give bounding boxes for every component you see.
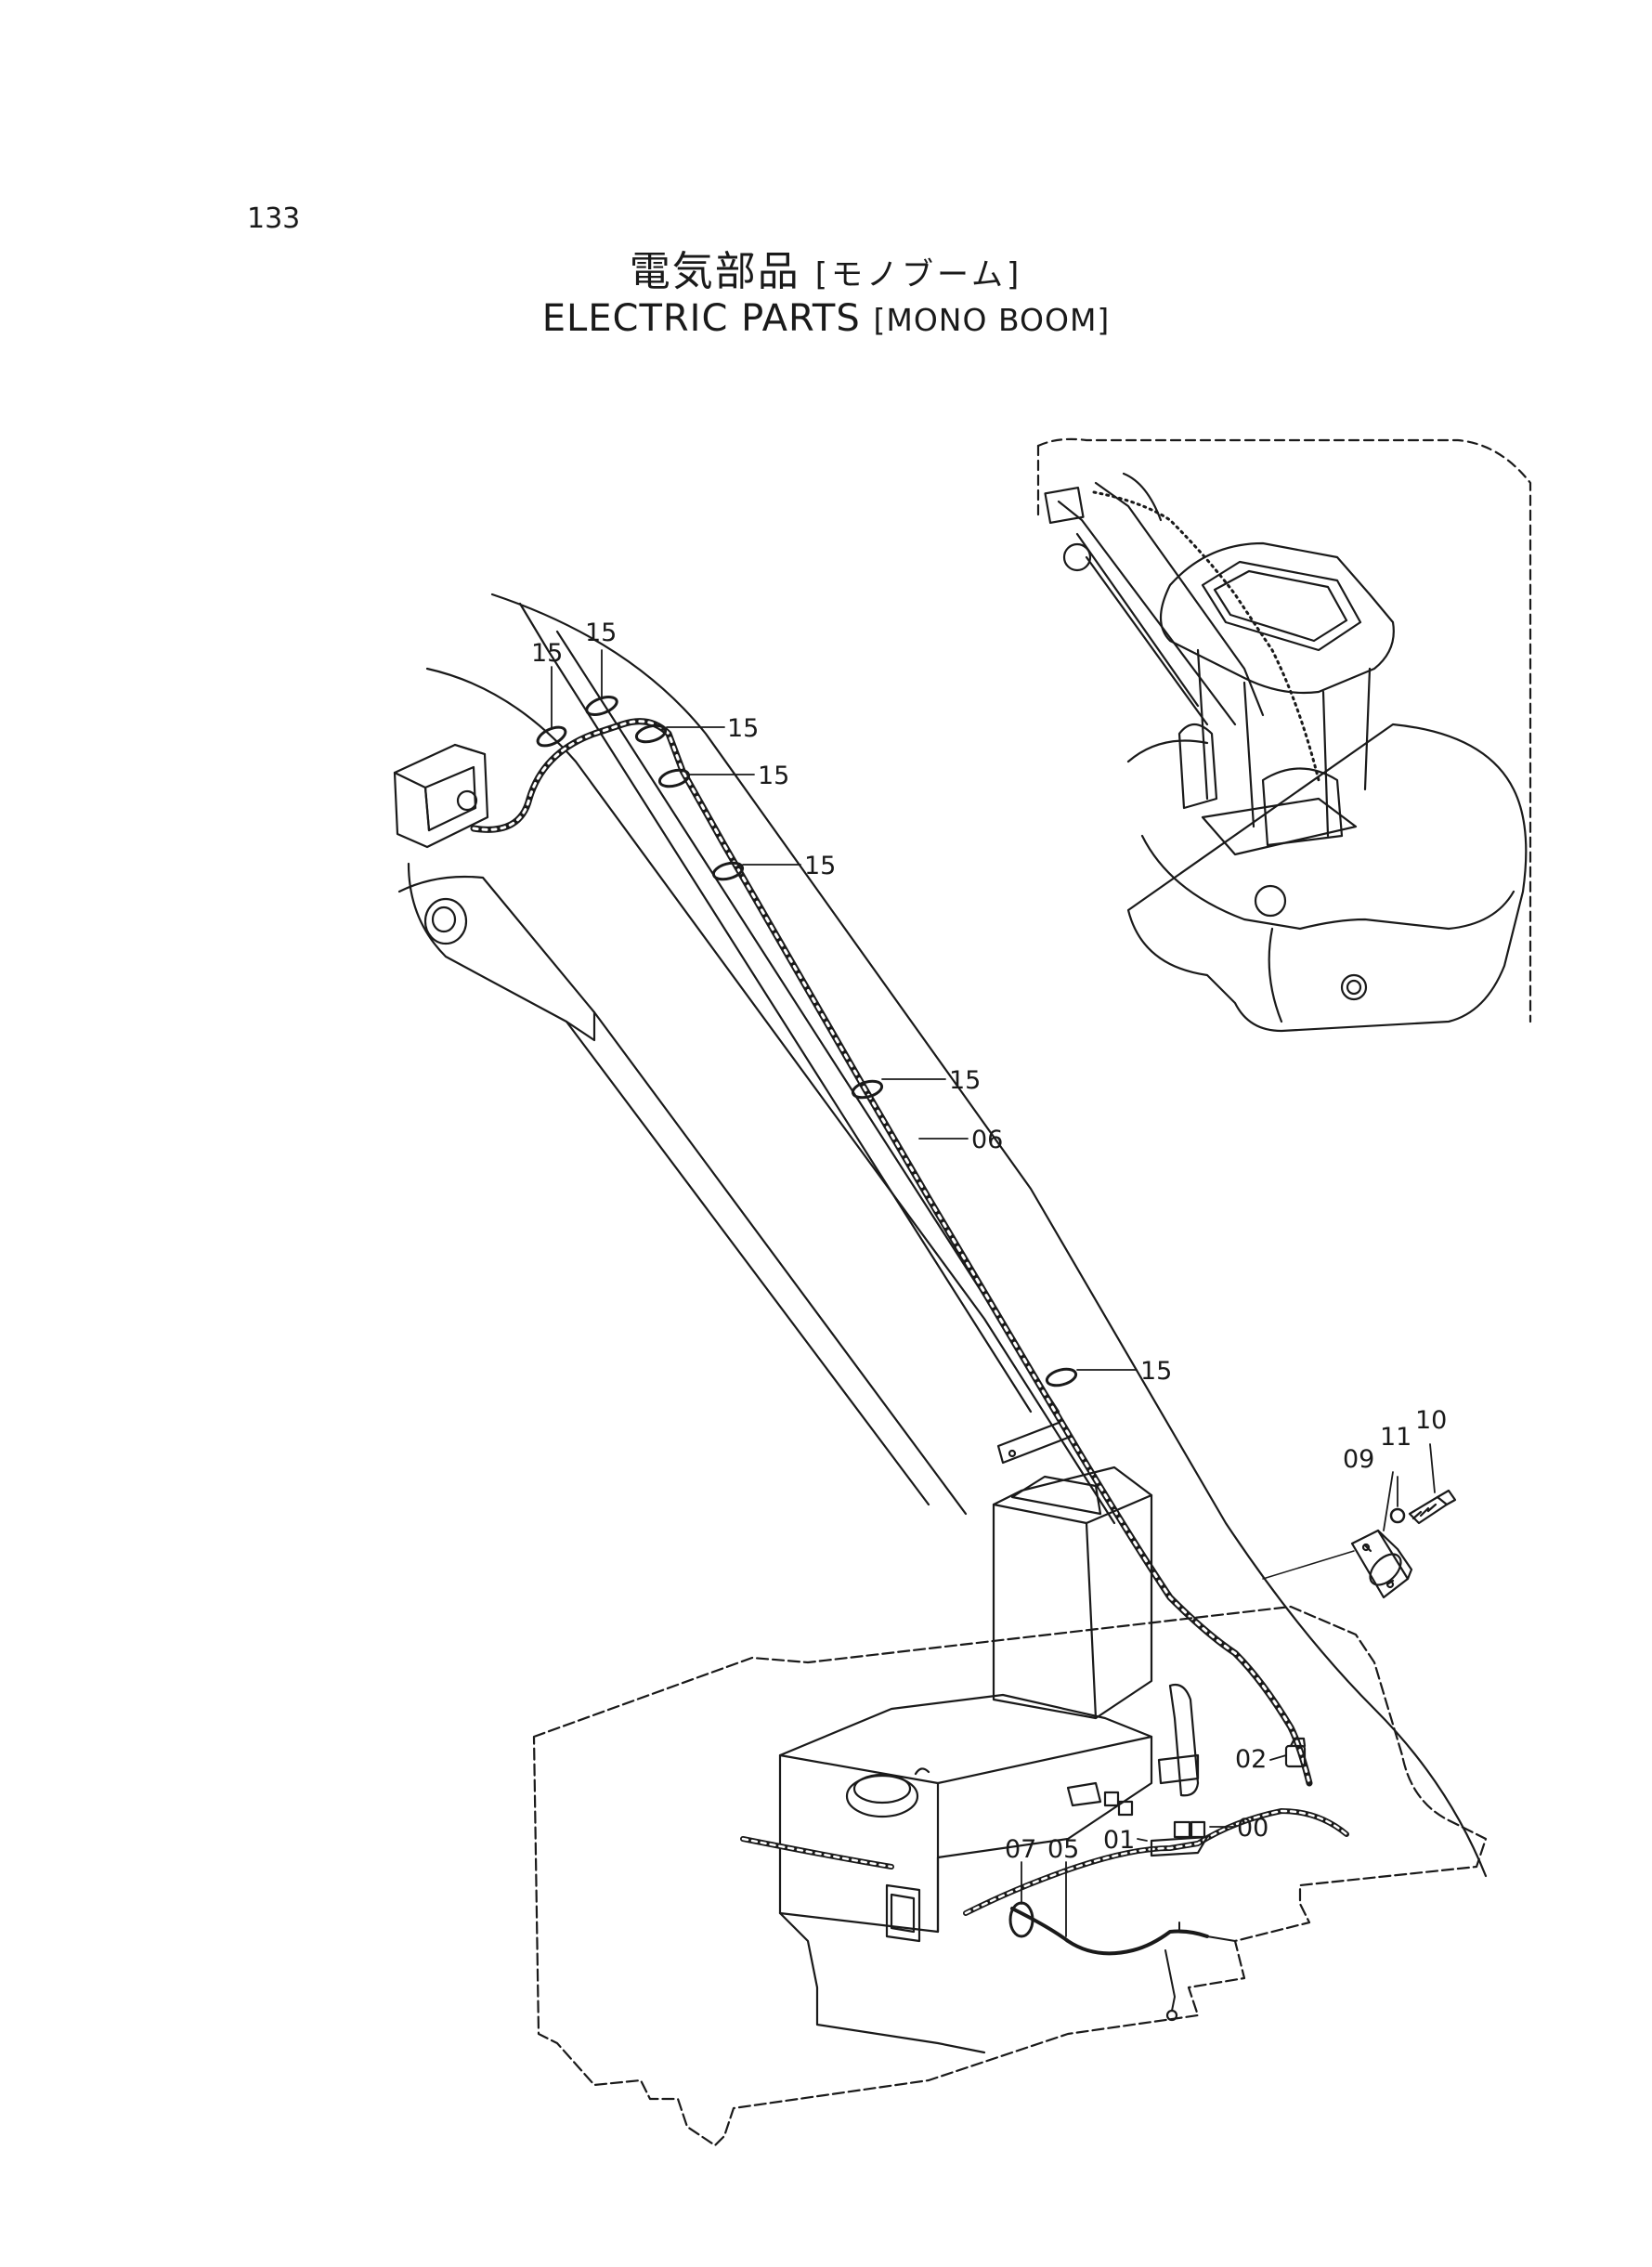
callout-07: 07 bbox=[1005, 1835, 1036, 1864]
callout-06: 06 bbox=[971, 1126, 1003, 1154]
callout-15: 15 bbox=[585, 619, 617, 647]
callout-15: 15 bbox=[758, 762, 789, 790]
title-jp-subtitle: [モノブーム] bbox=[814, 256, 1023, 293]
callout-15: 15 bbox=[531, 639, 563, 668]
title-jp-main: 電気部品 bbox=[629, 248, 800, 295]
title-en-subtitle: [MONO BOOM] bbox=[873, 302, 1111, 338]
boom-assembly bbox=[393, 593, 1488, 1878]
title-en-main: ELECTRIC PARTS bbox=[541, 297, 861, 340]
callout-11: 11 bbox=[1380, 1423, 1411, 1452]
callout-10: 10 bbox=[1415, 1406, 1447, 1435]
callout-labels: 15 15 15 15 15 15 06 15 09 11 10 02 01 0… bbox=[531, 619, 1447, 1864]
page-title-japanese: 電気部品 [モノブーム] bbox=[0, 238, 1652, 297]
callout-09: 09 bbox=[1343, 1445, 1374, 1474]
callout-leaders bbox=[551, 649, 1436, 1937]
callout-15: 15 bbox=[804, 852, 836, 880]
page-title-english: ELECTRIC PARTS [MONO BOOM] bbox=[0, 297, 1652, 340]
callout-05: 05 bbox=[1047, 1835, 1079, 1864]
callout-15: 15 bbox=[727, 714, 759, 743]
machine-overview-inset bbox=[1036, 437, 1532, 1033]
horn-assembly bbox=[1262, 1489, 1457, 1599]
callout-02: 02 bbox=[1235, 1745, 1267, 1774]
upper-frame-assembly bbox=[532, 1466, 1488, 2147]
callout-15: 15 bbox=[949, 1066, 981, 1095]
page-number: 133 bbox=[247, 202, 301, 235]
callout-15: 15 bbox=[1140, 1357, 1172, 1386]
callout-00: 00 bbox=[1237, 1814, 1268, 1843]
callout-01: 01 bbox=[1103, 1826, 1135, 1855]
